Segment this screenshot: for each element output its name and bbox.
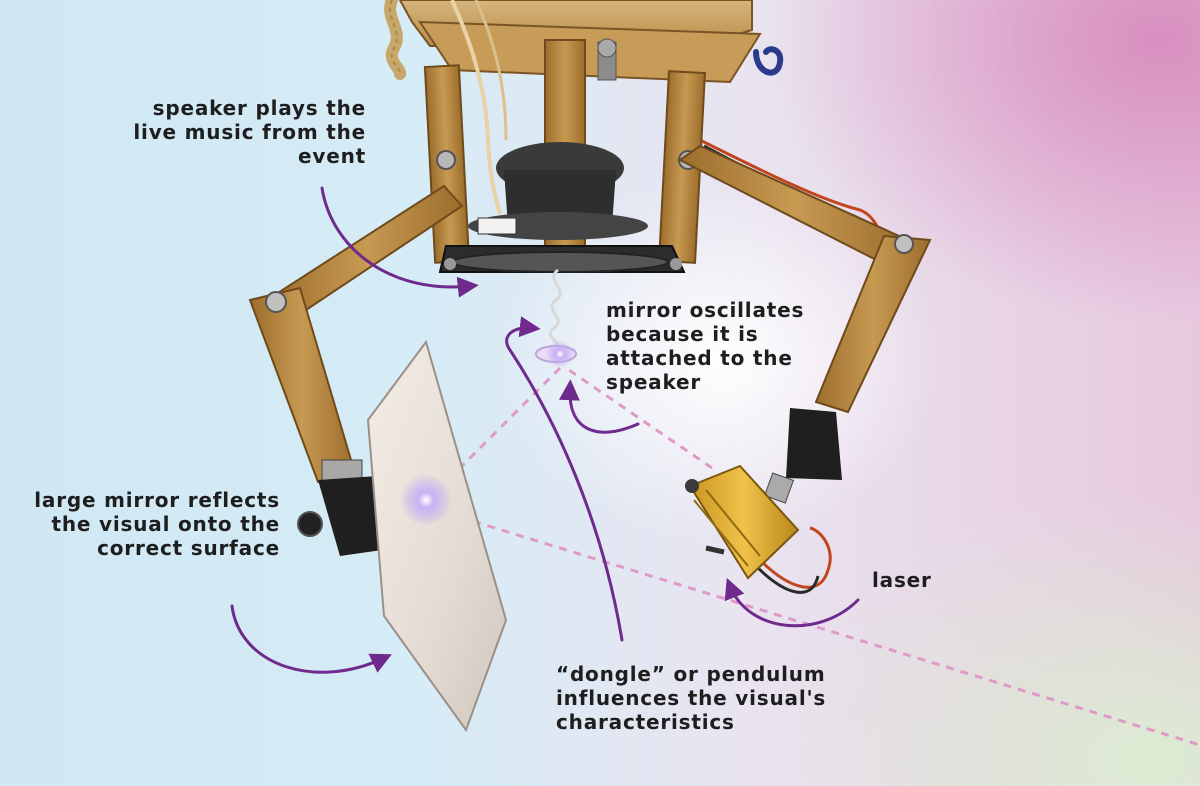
mirror-mount bbox=[297, 459, 382, 556]
annotation-arrows bbox=[230, 186, 860, 674]
label-large-mirror: large mirror reflects the visual onto th… bbox=[34, 488, 280, 560]
large-mirror bbox=[366, 339, 508, 733]
speaker-cables bbox=[450, 0, 508, 215]
hook bbox=[753, 46, 784, 76]
label-mirror-oscillates: mirror oscillates because it is attached… bbox=[606, 298, 805, 394]
right-arm bbox=[678, 144, 932, 414]
arrow-mirror-oscillates bbox=[558, 379, 640, 434]
arrow-large-mirror bbox=[230, 604, 392, 674]
arrow-laser bbox=[724, 577, 860, 628]
laser-module bbox=[685, 464, 800, 580]
rope bbox=[384, 0, 407, 80]
arrow-pendulum bbox=[505, 316, 624, 642]
speaker bbox=[438, 142, 686, 273]
laser-mount bbox=[763, 408, 842, 504]
arrow-speaker bbox=[320, 186, 479, 298]
label-speaker: speaker plays the live music from the ev… bbox=[133, 96, 366, 168]
label-dongle: “dongle” or pendulum influences the visu… bbox=[556, 662, 827, 734]
label-laser: laser bbox=[872, 568, 932, 592]
pendulum bbox=[535, 268, 577, 368]
